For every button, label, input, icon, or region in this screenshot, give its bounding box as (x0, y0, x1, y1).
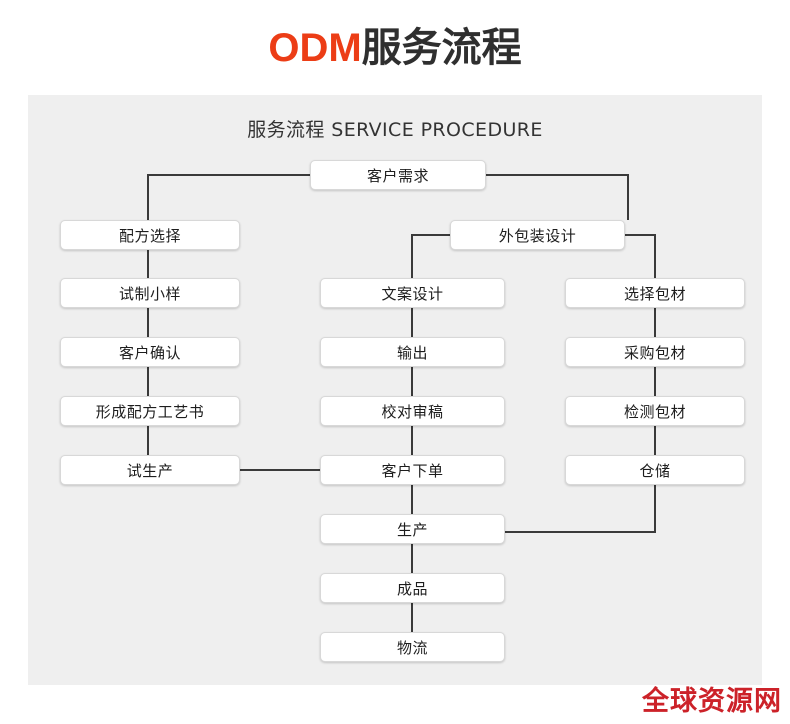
edge-n15-n16 (505, 485, 656, 533)
node-outer-package-design[interactable]: 外包装设计 (450, 220, 625, 250)
node-inspect-packaging[interactable]: 检测包材 (565, 396, 745, 426)
node-formula-process-doc[interactable]: 形成配方工艺书 (60, 396, 240, 426)
node-purchase-packaging[interactable]: 采购包材 (565, 337, 745, 367)
node-copywriting-design[interactable]: 文案设计 (320, 278, 505, 308)
node-finished-product[interactable]: 成品 (320, 573, 505, 603)
node-logistics[interactable]: 物流 (320, 632, 505, 662)
node-customer-confirmation[interactable]: 客户确认 (60, 337, 240, 367)
node-customer-requirement[interactable]: 客户需求 (310, 160, 486, 190)
title-cn: 服务流程 (361, 24, 522, 71)
node-trial-production[interactable]: 试生产 (60, 455, 240, 485)
node-production[interactable]: 生产 (320, 514, 505, 544)
node-select-packaging[interactable]: 选择包材 (565, 278, 745, 308)
node-formula-selection[interactable]: 配方选择 (60, 220, 240, 250)
edge-n1-n7 (486, 174, 629, 220)
edge-n7-n8 (411, 234, 450, 278)
flowchart-panel: 服务流程 SERVICE PROCEDURE (28, 95, 762, 685)
node-trial-sample[interactable]: 试制小样 (60, 278, 240, 308)
node-warehousing[interactable]: 仓储 (565, 455, 745, 485)
edge-n7-n12 (625, 234, 656, 278)
flowchart-subtitle: 服务流程 SERVICE PROCEDURE (247, 119, 543, 141)
title-latin: ODM (268, 25, 362, 70)
edge-n1-n2 (147, 174, 310, 220)
site-watermark: 全球资源网 (642, 686, 782, 717)
node-customer-order[interactable]: 客户下单 (320, 455, 505, 485)
node-output[interactable]: 输出 (320, 337, 505, 367)
page-title: ODM服务流程 (268, 28, 521, 68)
node-proofreading-review[interactable]: 校对审稿 (320, 396, 505, 426)
page-header: ODM服务流程 (0, 0, 790, 95)
